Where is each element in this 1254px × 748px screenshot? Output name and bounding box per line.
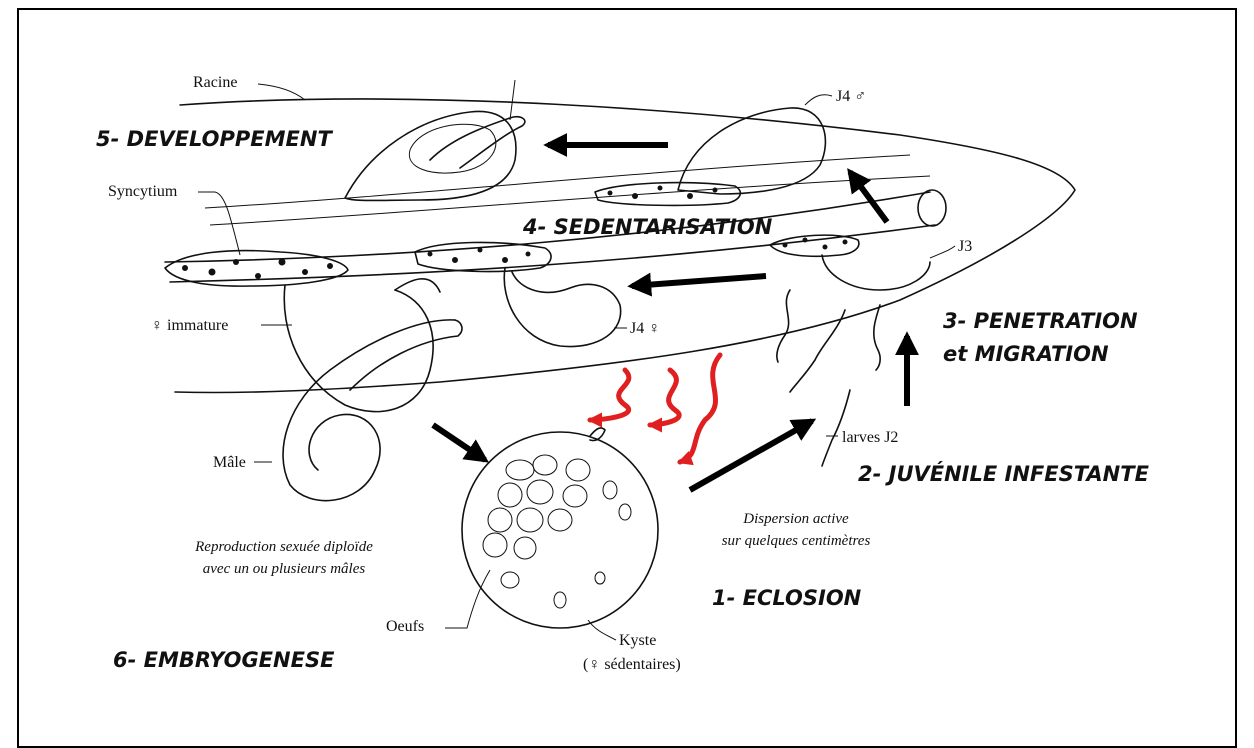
label-oeufs: Oeufs — [386, 618, 424, 635]
male-nematode — [283, 320, 462, 501]
cycle-arrows — [433, 145, 907, 490]
label-kyste: Kyste — [619, 632, 656, 649]
label-kyste-sedentaires: (♀ sédentaires) — [583, 656, 681, 673]
note-dispersion-line1: Dispersion active — [742, 511, 849, 527]
note-reproduction-line2: avec un ou plusieurs mâles — [203, 561, 366, 577]
label-syncytium: Syncytium — [108, 183, 178, 200]
stage-3-title-line1: 3- PENETRATION — [943, 309, 1138, 333]
stage-2-title: 2- JUVÉNILE INFESTANTE — [858, 461, 1150, 486]
stage-3-title-line2: et MIGRATION — [943, 342, 1109, 366]
cyst — [462, 428, 658, 628]
label-male: Mâle — [213, 454, 246, 471]
label-female-immature: ♀ immature — [151, 317, 228, 334]
arrow-to-cyst — [433, 425, 485, 460]
label-j4-female: J4 ♀ — [630, 320, 660, 337]
stage-4-title: 4- SEDENTARISATION — [522, 215, 773, 239]
note-dispersion-line2: sur quelques centimètres — [722, 533, 871, 549]
stage-5-title: 5- DEVELOPPEMENT — [96, 127, 333, 151]
arrow-to-j4-female — [632, 276, 766, 286]
label-j3: J3 — [958, 238, 972, 255]
label-racine: Racine — [193, 74, 237, 91]
label-j4-male: J4 ♂ — [836, 88, 866, 105]
label-larves-j2: larves J2 — [842, 429, 898, 446]
arrow-dispersion — [690, 421, 812, 490]
stage-6-title: 6- EMBRYOGENESE — [113, 648, 335, 672]
nematode-life-cycle-diagram: 5- DEVELOPPEMENT 4- SEDENTARISATION 3- P… — [0, 0, 1254, 720]
stage-1-title: 1- ECLOSION — [712, 586, 862, 610]
leader-lines — [198, 80, 955, 640]
note-reproduction-line1: Reproduction sexuée diploïde — [194, 539, 373, 555]
